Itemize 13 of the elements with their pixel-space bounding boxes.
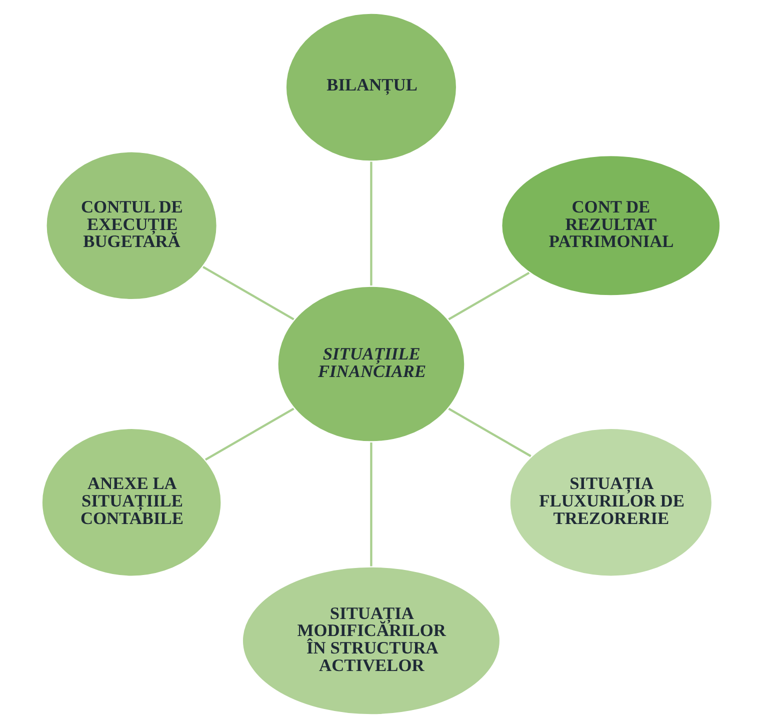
node-ellipse: ANEXE LA SITUAȚIILE CONTABILE [40,426,222,578]
connector [370,162,372,286]
node-ellipse: SITUAȚIILE FINANCIARE [276,284,466,444]
node-ellipse: SITUAȚIA FLUXURILOR DE TREZORERIE [508,426,714,578]
connector [204,408,294,461]
connector [370,442,372,566]
node-ellipse: SITUAȚIA MODIFICĂRILOR ÎN STRUCTURA ACTIVELOR [240,565,502,716]
node-ellipse: CONT DE REZULTAT PATRIMONIAL [500,154,722,298]
node-ellipse: BILANȚUL [284,12,458,163]
connector [448,272,530,320]
node-ellipse: CONTUL DE EXECUȚIE BUGETARĂ [44,150,218,302]
connector [448,408,531,458]
connector [202,266,294,320]
